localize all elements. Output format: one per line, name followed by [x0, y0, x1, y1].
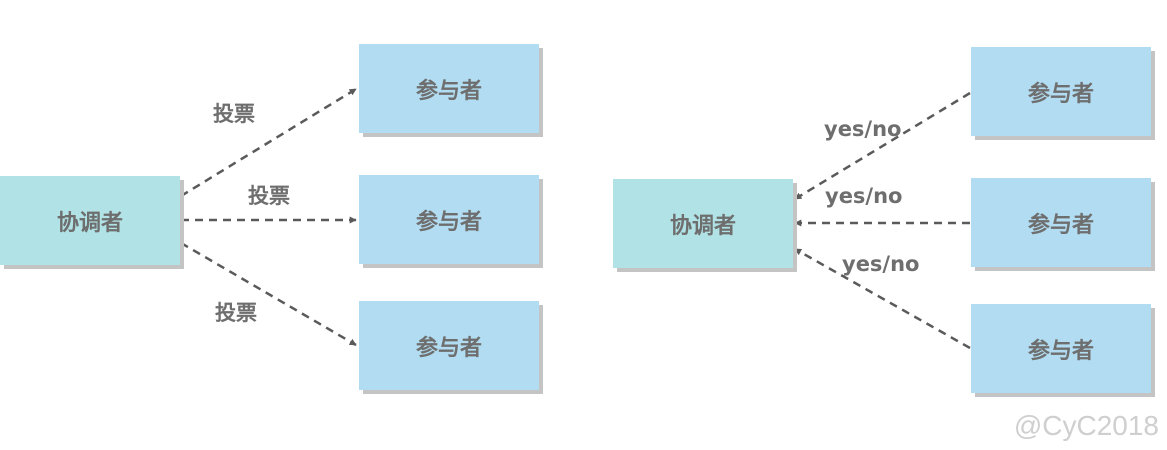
left-arrow-bottom [180, 241, 357, 347]
left-arrow-label-middle: 投票 [248, 184, 290, 208]
left-coordinator-label: 协调者 [56, 210, 123, 236]
right-participant-middle: 参与者 [971, 178, 1151, 267]
right-participant-label: 参与者 [1027, 212, 1094, 238]
left-participant-bottom: 参与者 [359, 301, 539, 390]
right-participant-label: 参与者 [1027, 81, 1094, 107]
left-arrow-label-top: 投票 [213, 102, 255, 126]
left-arrow-top [180, 87, 357, 198]
left-participant-top: 参与者 [359, 44, 539, 133]
right-arrow-label-top: yes/no [824, 117, 902, 141]
left-coordinator-box: 协调者 [0, 176, 180, 265]
left-arrow-label-bottom: 投票 [215, 301, 257, 325]
right-coordinator-box: 协调者 [613, 179, 793, 268]
watermark: @CyC2018 [1013, 410, 1159, 441]
left-participant-label: 参与者 [415, 78, 482, 104]
left-participant-middle: 参与者 [359, 175, 539, 264]
right-arrow-label-bottom: yes/no [842, 252, 920, 276]
left-participant-label: 参与者 [415, 209, 482, 235]
right-coordinator-label: 协调者 [669, 213, 736, 239]
right-participant-bottom: 参与者 [971, 304, 1151, 393]
right-participant-top: 参与者 [971, 47, 1151, 136]
left-participant-label: 参与者 [415, 335, 482, 361]
right-participant-label: 参与者 [1027, 338, 1094, 364]
right-arrow-bottom [794, 247, 971, 350]
right-arrow-top [794, 91, 971, 201]
right-arrow-label-middle: yes/no [825, 184, 903, 208]
